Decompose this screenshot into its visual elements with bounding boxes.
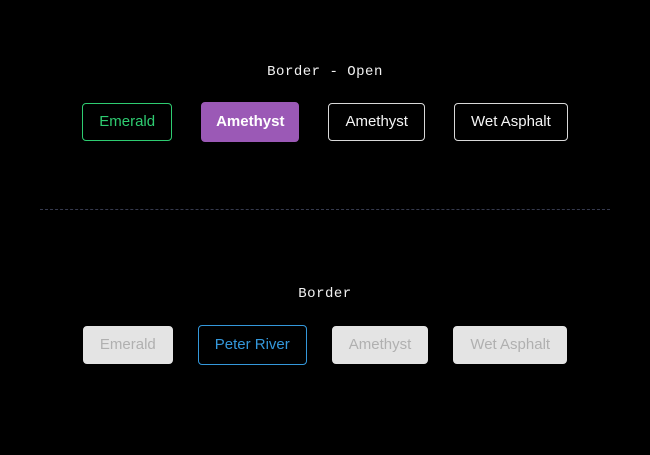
amethyst-filled-button[interactable]: Amethyst	[201, 102, 300, 142]
border-section: Border Emerald Peter River Amethyst Wet …	[0, 210, 650, 455]
amethyst-disabled-button[interactable]: Amethyst	[331, 326, 429, 364]
border-open-section: Border - Open Emerald Amethyst Amethyst …	[0, 0, 650, 209]
border-button-row: Emerald Peter River Amethyst Wet Asphalt	[82, 325, 568, 365]
section-divider	[40, 209, 610, 210]
emerald-disabled-button[interactable]: Emerald	[82, 326, 173, 364]
section-title-border-open: Border - Open	[267, 64, 383, 80]
emerald-open-button[interactable]: Emerald	[82, 103, 173, 141]
amethyst-open-button[interactable]: Amethyst	[328, 103, 425, 141]
wet-asphalt-disabled-button[interactable]: Wet Asphalt	[453, 326, 568, 364]
border-open-button-row: Emerald Amethyst Amethyst Wet Asphalt	[82, 102, 568, 142]
section-title-border: Border	[298, 286, 352, 302]
peter-river-button[interactable]: Peter River	[197, 325, 307, 365]
wet-asphalt-open-button[interactable]: Wet Asphalt	[453, 103, 568, 141]
